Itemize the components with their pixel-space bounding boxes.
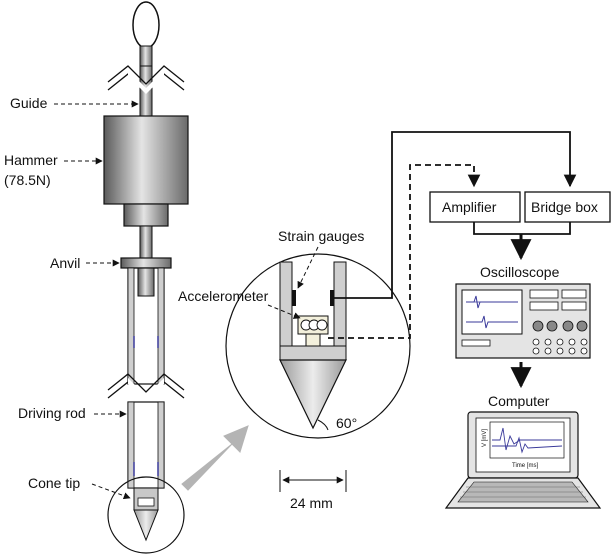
label-accelerometer: Accelerometer	[178, 288, 269, 304]
computer-screen	[475, 417, 571, 473]
detail-wall-left	[279, 261, 293, 347]
hammer-collar	[123, 203, 169, 227]
label-width: 24 mm	[290, 495, 333, 511]
label-cone-tip: Cone tip	[28, 475, 80, 491]
label-hammer: Hammer	[4, 152, 58, 168]
anvil	[120, 257, 172, 269]
label-hammer-weight: (78.5N)	[4, 172, 51, 188]
plot-xlabel: Time [ms]	[512, 463, 538, 469]
cone-tip-small	[133, 509, 159, 542]
apparatus-labels: Guide Hammer (78.5N) Anvil Driving rod C…	[4, 95, 139, 500]
label-cone-angle: 60°	[336, 415, 357, 431]
detail-circle	[225, 253, 411, 439]
driving-rod-wall-right	[157, 401, 165, 489]
guide-handle	[132, 1, 160, 49]
label-amplifier: Amplifier	[442, 199, 497, 215]
wire-to-oscilloscope	[473, 222, 571, 235]
wire-strain-to-bridge	[334, 131, 577, 299]
driving-rod-wall-left	[127, 401, 135, 489]
dpt-apparatus	[103, 1, 189, 554]
amplifier-box	[429, 191, 521, 223]
hammer	[103, 115, 189, 205]
guide-rod-lower	[139, 225, 153, 259]
detail-wall-right	[333, 261, 347, 347]
strain-gauge-right	[330, 290, 334, 306]
angle-arc	[317, 419, 329, 431]
label-anvil: Anvil	[50, 255, 80, 271]
label-driving-rod: Driving rod	[18, 405, 86, 421]
detail-cone	[279, 359, 347, 430]
zoom-arrow	[181, 425, 249, 491]
cone-tip-detail: 60° 24 mm Strain gauges Accelerometer	[178, 228, 411, 511]
label-bridge-box: Bridge box	[531, 199, 598, 215]
casing-wall-left	[127, 267, 135, 385]
cone-tip-highlight	[107, 476, 185, 554]
computer-laptop: V [mV] Time [ms]	[444, 411, 602, 509]
instruments: Amplifier Bridge box Oscilloscope	[429, 191, 611, 509]
rod-break-gap	[128, 378, 164, 402]
casing-wall-right	[157, 267, 165, 385]
label-computer: Computer	[488, 393, 550, 409]
oscilloscope	[455, 283, 591, 359]
wiring	[328, 131, 577, 389]
oscilloscope-screen	[461, 289, 523, 335]
plot-ylabel: V [mV]	[482, 429, 488, 447]
strain-gauge-left	[292, 290, 296, 306]
detail-cone-shoulder	[279, 345, 347, 361]
label-strain-gauges: Strain gauges	[278, 228, 364, 244]
wire-accel-to-amplifier	[328, 164, 481, 339]
anvil-stem	[137, 267, 155, 297]
label-oscilloscope: Oscilloscope	[480, 264, 560, 280]
guide-handle-neck	[139, 45, 153, 67]
cone-tip-small-sensor	[137, 497, 155, 507]
guide-break-gap	[128, 70, 164, 94]
label-guide: Guide	[10, 95, 48, 111]
bridge-box	[524, 191, 611, 223]
